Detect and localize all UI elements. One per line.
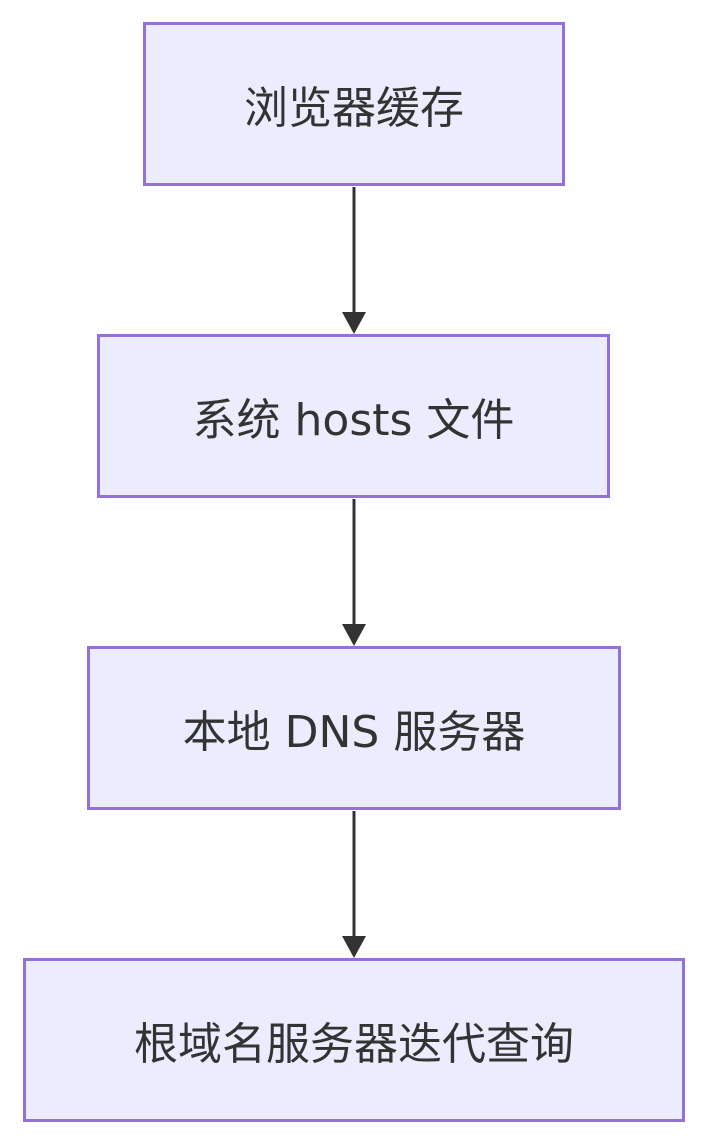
- edge-n2-n3: [342, 499, 366, 646]
- node-local-dns-server: 本地 DNS 服务器: [87, 646, 621, 810]
- node-label: 本地 DNS 服务器: [182, 707, 526, 758]
- node-hosts-file: 系统 hosts 文件: [97, 334, 610, 498]
- node-label: 浏览器缓存: [244, 83, 464, 134]
- edge-n1-n2: [342, 187, 366, 334]
- node-label: 根域名服务器迭代查询: [134, 1019, 574, 1070]
- arrowhead-icon: [342, 624, 366, 646]
- edge-n3-n4: [342, 811, 366, 958]
- arrowhead-icon: [342, 312, 366, 334]
- node-label: 系统 hosts 文件: [192, 395, 515, 446]
- node-browser-cache: 浏览器缓存: [143, 22, 565, 186]
- node-root-server-iterative-query: 根域名服务器迭代查询: [23, 958, 685, 1122]
- arrowhead-icon: [342, 936, 366, 958]
